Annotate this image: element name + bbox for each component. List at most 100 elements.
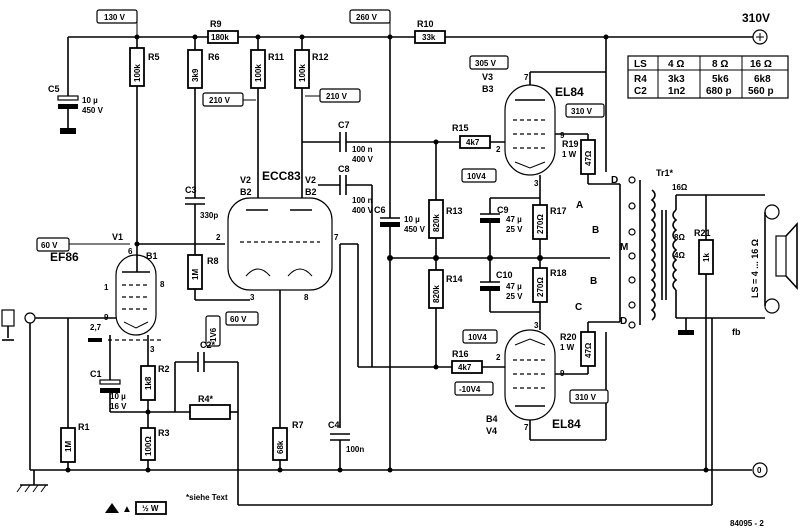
r17-label: R17 [550,206,567,216]
r2-label: R2 [158,364,170,374]
figure-number: 84095 - 2 [730,519,764,528]
tag-210v-b-text: 210 V [326,92,348,101]
tap-b-lower: B [590,276,597,287]
ecc83-tube [227,197,333,291]
r15-value: 4k7 [466,138,480,147]
c1 [100,388,120,393]
c6 [380,222,400,227]
c9 [480,218,500,223]
c6-value: 10 µ [404,215,420,224]
tag-260v [349,9,391,24]
r5-label: R5 [148,52,160,62]
ground-terminal-label: 0 [757,466,762,475]
c7-label: C7 [338,120,350,130]
r21-label: R21 [694,228,711,238]
el84a-pin2: 2 [496,145,501,154]
r16-value: 4k7 [458,363,472,372]
table-cell: 560 p [748,86,774,97]
tap-a-upper: A [576,200,583,211]
tag-260v-text: 260 V [356,13,378,22]
c6-voltage: 450 V [404,225,426,234]
r9-label: R9 [210,19,222,29]
r20-label: R20 [560,332,577,342]
supply-voltage: 310V [742,11,770,25]
tap-d-lower: D [620,316,627,327]
r7-label: R7 [292,420,304,430]
b1-label: B1 [146,251,158,261]
ecc83-pin3: 3 [250,293,255,302]
c8-label: C8 [338,164,350,174]
tag-305v-text: 305 V [475,59,497,68]
c9-value: 47 µ [506,215,522,224]
transformer-secondary [672,209,678,291]
ef86-pin3: 3 [150,345,155,354]
tag-310v-a-text: 310 V [571,107,593,116]
v2a-label: V2 [240,175,251,185]
c4-value: 100n [346,445,364,454]
tag-10v4-b [462,329,498,344]
tag-2v7: 2,7 [90,323,102,332]
ef86-pin6: 6 [128,247,133,256]
table-cell: 1n2 [668,86,686,97]
input-jack[interactable] [1,309,15,327]
r16-label: R16 [452,349,469,359]
r8-value: 1M [191,269,200,280]
table-cell: 680 p [706,86,732,97]
ef86-pin8: 8 [160,280,165,289]
c4-label: C4 [328,420,340,430]
ef86-tube [115,254,157,336]
table-cell: 5k6 [712,74,729,85]
table-cell: 6k8 [754,74,771,85]
table-header: 4 Ω [668,59,684,70]
ecc83-pin2: 2 [216,233,221,242]
tag-305v [469,55,509,70]
feedback-label: fb [732,327,741,337]
half-watt-marker [105,503,119,513]
c3-label: C3 [185,185,197,195]
v1-label: V1 [112,232,123,242]
tag-310v-b [569,389,609,404]
legend-text: ▲ = [122,504,141,515]
r9-value: 180k [211,33,229,42]
table-header: 8 Ω [712,59,728,70]
c10-voltage: 25 V [506,292,523,301]
r4-label: R4* [198,394,214,404]
r11-label: R11 [268,52,284,62]
c1-label: C1 [90,369,102,379]
tag-10v4-b-text: 10V4 [468,333,487,342]
r2-value: 1k8 [144,376,153,390]
r7-value: 68k [276,440,285,454]
tag-60v-a-text: 60 V [41,241,58,250]
el84b-pin3: 3 [534,321,539,330]
r10 [414,30,446,44]
r10-value: 33k [422,33,436,42]
ef86-label: EF86 [50,250,79,264]
tap-8ohm: 8Ω [674,233,685,242]
c5-label: C5 [48,84,60,94]
r3-label: R3 [158,428,170,438]
r19-value: 47Ω [584,150,593,166]
ecc83-label: ECC83 [262,169,301,183]
c10-label: C10 [496,270,513,280]
r20-power: 1 W [560,343,575,352]
r9 [207,30,239,44]
r11-value: 100k [254,64,263,82]
r15-label: R15 [452,123,469,133]
r1-value: 1M [64,441,73,452]
el84-upper-label: EL84 [555,85,584,99]
table-header: 16 Ω [750,59,772,70]
r14-label: R14 [446,274,463,284]
r12-label: R12 [312,52,329,62]
tag-210v-a-text: 210 V [209,96,231,105]
c10-value: 47 µ [506,282,522,291]
el84a-pin3: 3 [534,179,539,188]
c1-voltage: 16 V [110,402,127,411]
c5-ground [60,128,76,134]
table-cell: 3k3 [668,74,685,85]
tag-130v [96,9,138,24]
tag-310v-b-text: 310 V [575,393,597,402]
r17-value: 270Ω [536,214,545,234]
secondary-ground [678,330,694,335]
c9-label: C9 [497,205,509,215]
